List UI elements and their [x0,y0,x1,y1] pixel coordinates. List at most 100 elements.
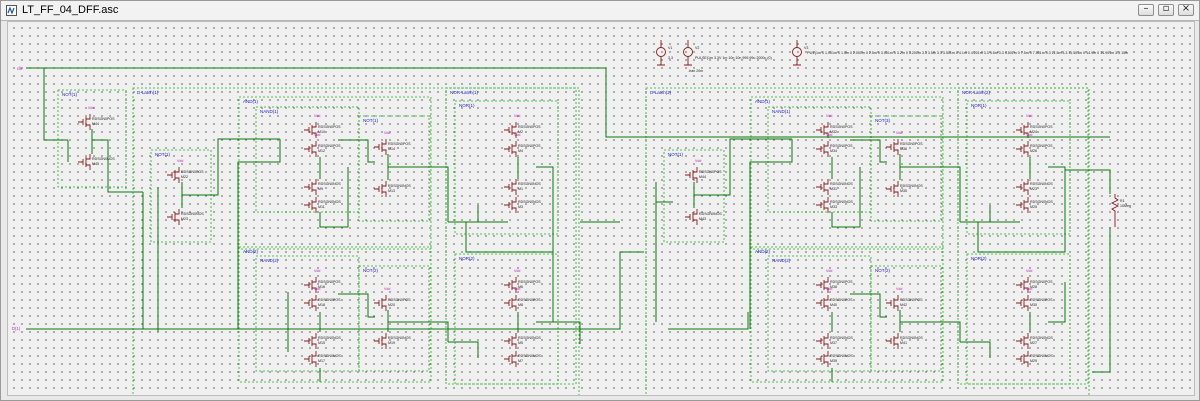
mosfet-symbol[interactable] [1016,351,1029,367]
block-outline[interactable] [966,100,1071,235]
mosfet-symbol[interactable] [304,351,317,367]
mosfet-symbol[interactable] [1016,141,1029,157]
mosfet-symbol[interactable] [304,295,317,311]
mosfet-symbol[interactable] [167,209,180,225]
wire[interactable] [238,302,289,330]
resistor-symbol[interactable] [1110,194,1120,227]
block-outline[interactable] [238,96,432,250]
block-outline[interactable] [957,87,1089,385]
block-outline[interactable] [238,246,432,383]
block-outline[interactable] [870,115,942,222]
block-outline[interactable] [663,149,725,243]
mosfet-symbol[interactable] [816,179,829,195]
schematic-canvas[interactable]: NOT(1)NOT(1)D-Latch(1)AND(1)NAND(1)NOT(1… [7,21,1195,396]
mosfet-symbol[interactable] [816,141,829,157]
block-outline[interactable] [358,115,430,222]
voltage-source-symbol[interactable] [656,47,666,57]
mosfet-symbol[interactable] [816,277,829,293]
wire[interactable] [552,252,581,344]
wire[interactable] [182,138,280,196]
wire[interactable] [900,321,961,342]
wire[interactable] [1065,169,1111,194]
mosfet-symbol[interactable] [167,167,180,183]
mosfet-symbol[interactable] [304,179,317,195]
wire[interactable] [319,167,349,228]
net-label-d-input[interactable]: D(1) [12,326,21,331]
mosfet-symbol[interactable] [685,167,698,183]
wire[interactable] [388,321,449,342]
mosfet-symbol[interactable] [816,122,829,138]
mosfet-symbol[interactable] [504,141,517,157]
mosfet-symbol[interactable] [374,139,387,155]
mosfet-symbol[interactable] [1016,122,1029,138]
mosfet-symbol[interactable] [78,114,91,130]
mosfet-symbol[interactable] [504,197,517,213]
wire[interactable] [536,282,554,323]
wire[interactable] [338,139,375,163]
wire[interactable] [237,139,281,329]
schematic-drawing[interactable]: NOT(1)NOT(1)D-Latch(1)AND(1)NAND(1)NOT(1… [8,22,1194,395]
mosfet-symbol[interactable] [504,333,517,349]
block-outline[interactable] [358,265,430,372]
minimize-button[interactable]: – [1138,3,1154,16]
block-outline[interactable] [645,87,1090,395]
wire[interactable] [850,139,887,163]
mosfet-symbol[interactable] [1016,179,1029,195]
mosfet-symbol[interactable] [504,179,517,195]
block-outline[interactable] [150,149,212,243]
spice-directive[interactable]: .tran 20m [688,69,703,73]
wire[interactable] [26,67,1110,138]
mosfet-symbol[interactable] [816,295,829,311]
mosfet-symbol[interactable] [816,197,829,213]
wire[interactable] [465,166,554,253]
wire[interactable] [43,68,68,141]
wire[interactable] [850,293,887,318]
block-outline[interactable] [454,253,559,385]
mosfet-symbol[interactable] [304,141,317,157]
mosfet-symbol[interactable] [504,295,517,311]
mosfet-symbol[interactable] [504,277,517,293]
block-outline[interactable] [767,106,872,213]
mosfet-symbol[interactable] [1016,197,1029,213]
block-outline[interactable] [454,100,559,235]
wire[interactable] [960,205,991,223]
block-outline[interactable] [767,255,872,372]
block-outline[interactable] [255,255,360,372]
block-outline[interactable] [255,106,360,213]
mosfet-symbol[interactable] [1016,333,1029,349]
wire[interactable] [92,139,143,193]
block-outline[interactable] [445,87,577,385]
wire[interactable] [388,166,449,222]
wire[interactable] [694,138,792,196]
wire[interactable] [668,312,749,330]
mosfet-symbol[interactable] [886,295,899,311]
mosfet-symbol[interactable] [504,351,517,367]
mosfet-symbol[interactable] [78,154,91,170]
block-outline[interactable] [750,246,944,383]
wire[interactable] [1048,282,1066,323]
wire[interactable] [448,205,479,223]
voltage-source-symbol[interactable] [683,47,693,57]
mosfet-symbol[interactable] [374,333,387,349]
mosfet-symbol[interactable] [886,333,899,349]
mosfet-symbol[interactable] [1016,295,1029,311]
voltage-source-symbol[interactable] [792,47,802,57]
block-outline[interactable] [870,265,942,372]
mosfet-symbol[interactable] [304,277,317,293]
mosfet-symbol[interactable] [685,209,698,225]
net-label-clk[interactable]: clk [17,66,23,71]
close-button[interactable]: × [1178,3,1194,16]
title-bar[interactable]: LT_FF_04_DFF.asc – ▫ × [1,1,1199,21]
wire[interactable] [960,341,991,358]
mosfet-symbol[interactable] [374,295,387,311]
mosfet-symbol[interactable] [374,181,387,197]
mosfet-symbol[interactable] [304,333,317,349]
wire[interactable] [977,166,1066,253]
mosfet-symbol[interactable] [816,351,829,367]
wire[interactable] [1092,227,1111,373]
block-outline[interactable] [966,253,1071,385]
mosfet-symbol[interactable] [816,333,829,349]
mosfet-symbol[interactable] [886,139,899,155]
mosfet-symbol[interactable] [304,122,317,138]
wire[interactable] [26,251,644,330]
